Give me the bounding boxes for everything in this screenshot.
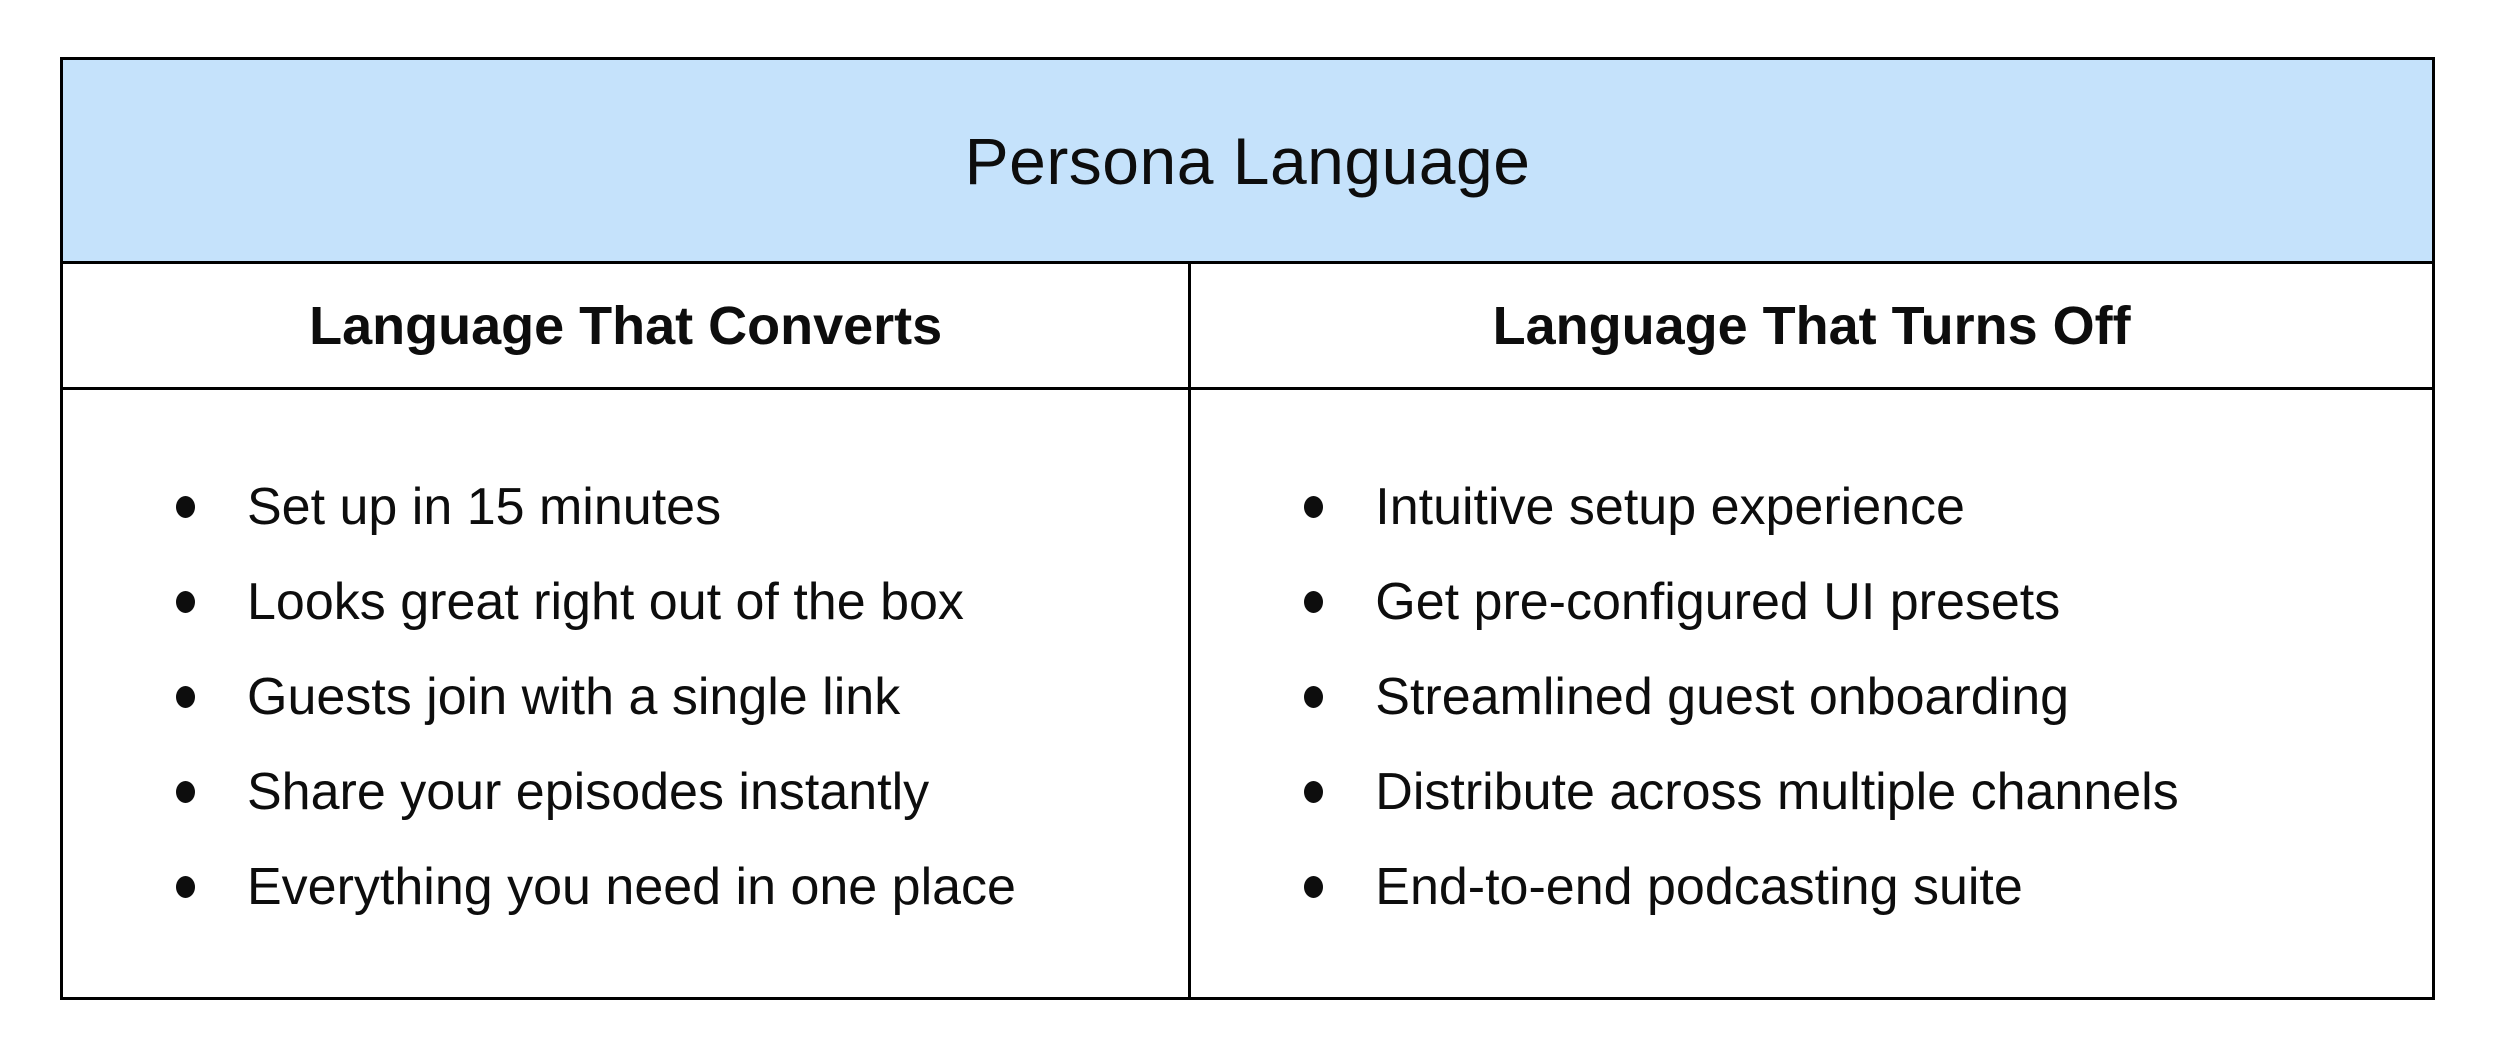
list-item-text: End-to-end podcasting suite [1375,858,2023,916]
list-item: Streamlined guest onboarding [1304,668,2392,726]
bullet-icon [1304,686,1324,708]
list-item: Intuitive setup experience [1304,478,2392,536]
list-item-text: Looks great right out of the box [247,573,964,631]
bullet-icon [1304,591,1324,613]
list-item-text: Everything you need in one place [247,858,1016,916]
bullet-icon [176,496,195,518]
list-item-text: Set up in 15 minutes [247,478,722,536]
bullet-icon [1304,781,1324,803]
list-item: Guests join with a single link [176,668,1148,726]
bullet-icon [176,591,195,613]
list-item-text: Intuitive setup experience [1375,478,1965,536]
list-item-text: Guests join with a single link [247,668,901,726]
list-item-text: Share your episodes instantly [247,763,930,821]
bullet-icon [176,781,195,803]
column-header-turns-off: Language That Turns Off [1188,264,2432,387]
bullet-icon [176,876,195,898]
persona-language-table: Persona Language Language That Converts … [60,57,2435,1000]
list-item: Everything you need in one place [176,858,1148,916]
list-item: End-to-end podcasting suite [1304,858,2392,916]
list-item-text: Get pre-configured UI presets [1375,573,2061,631]
bullet-icon [1304,496,1324,518]
column-header-row: Language That Converts Language That Tur… [63,264,2432,390]
list-item: Distribute across multiple channels [1304,763,2392,821]
table-title: Persona Language [964,123,1531,198]
bullet-icon [176,686,195,708]
list-item: Looks great right out of the box [176,573,1148,631]
table-title-row: Persona Language [63,60,2432,264]
bullet-icon [1304,876,1324,898]
list-item: Share your episodes instantly [176,763,1148,821]
list-item-text: Streamlined guest onboarding [1375,668,2070,726]
list-item: Set up in 15 minutes [176,478,1148,536]
column-header-turns-off-label: Language That Turns Off [1492,295,2131,356]
column-header-converts-label: Language That Converts [309,295,943,356]
list-item: Get pre-configured UI presets [1304,573,2392,631]
list-item-text: Distribute across multiple channels [1375,763,2179,821]
column-header-converts: Language That Converts [63,264,1188,387]
